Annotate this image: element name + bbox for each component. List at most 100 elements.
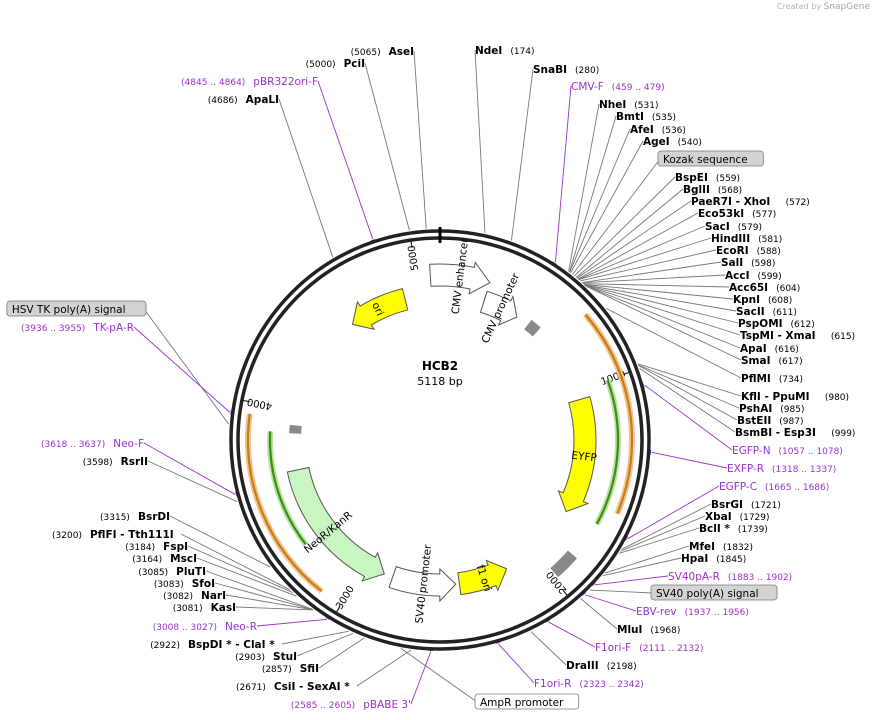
leader-bglii <box>575 188 684 278</box>
leader-neo-r <box>256 618 328 627</box>
label-name: PluTI <box>176 566 206 578</box>
label-position: (3008 .. 3027) <box>153 623 217 633</box>
primer-arcs <box>245 312 635 594</box>
label-pshai: PshAI(985) <box>739 403 804 415</box>
tick-label-4000: 4000 <box>246 395 273 411</box>
label-tspmi-xmai: TspMI - XmaI(615) <box>740 330 855 342</box>
label-position: (2857) <box>262 665 292 675</box>
label-acc65i: Acc65I (604) <box>729 282 800 294</box>
label-hsv-tk-poly-a-signal: HSV TK poly(A) signal <box>6 300 147 317</box>
label-position: (611) <box>773 308 797 318</box>
label-position: (3184) <box>125 543 155 553</box>
leader-ndei <box>474 49 486 233</box>
label-position: (1883 .. 1902) <box>728 573 792 583</box>
label-name: pBR322ori-F <box>253 76 318 88</box>
cmv-enhancer-feature <box>429 261 491 295</box>
label-position: (1729) <box>740 513 770 523</box>
leader-rsrii <box>147 460 238 503</box>
label-name: BclI * <box>699 523 730 535</box>
label-sacii: SacII(611) <box>736 306 797 318</box>
label-apai: ApaI(616) <box>740 343 799 355</box>
sv40-poly-a-signal-feature <box>550 550 577 578</box>
label-position: (612) <box>791 320 815 330</box>
label-position: (1832) <box>723 543 753 553</box>
label-name: BmtI <box>616 111 644 123</box>
label-name: pBABE 3' <box>363 699 411 711</box>
label-name: F1ori-F <box>595 642 631 654</box>
label-name: Acc65I <box>729 282 768 294</box>
label-kfli-ppumi: KflI - PpuMI(980) <box>741 391 849 403</box>
label-cmv-f: CMV-F(459 .. 479) <box>571 81 665 93</box>
leader-exfp-r <box>651 451 728 469</box>
label-ebv-rev: EBV-rev(1937 .. 1956) <box>636 606 749 618</box>
leader-egfp-c <box>627 485 720 540</box>
label-name: MscI <box>170 553 197 565</box>
label-name: SfoI <box>192 578 215 590</box>
label-exfp-r: EXFP-R(1318 .. 1337) <box>727 463 836 475</box>
label-position: (608) <box>768 296 792 306</box>
leader-apai <box>585 285 741 349</box>
label-neo-r: Neo-R(3008 .. 3027) <box>153 621 257 633</box>
label-sali: SalI(598) <box>721 257 775 269</box>
leader-neo-f <box>143 442 236 495</box>
leader-bspdi-clai <box>281 630 349 645</box>
plasmid-length: 5118 bp <box>417 375 462 388</box>
label-position: (540) <box>678 138 702 148</box>
leader-lines <box>133 49 742 705</box>
label-fspi: FspI(3184) <box>125 541 188 553</box>
label-name: BsmBI - Esp3I <box>735 427 816 439</box>
sv40-promoter-feature <box>388 566 457 603</box>
leader-csii-sexai <box>356 649 412 687</box>
label-pluti: PluTI(3085) <box>138 566 206 578</box>
label-name: CMV-F <box>571 81 604 93</box>
label-position: (3083) <box>154 580 184 590</box>
label-name: AfeI <box>630 124 654 136</box>
leader-kozak-sequence <box>572 158 661 275</box>
ori-feature <box>351 287 409 330</box>
label-asei: AseI(5065) <box>351 46 414 58</box>
label-hindiii: HindIII(581) <box>711 233 782 245</box>
leader-egfp-n <box>644 384 733 451</box>
label-position: (1739) <box>738 525 768 535</box>
leader-ebv-rev <box>584 594 637 612</box>
leader-f1ori-r <box>497 643 535 684</box>
label-position: (1318 .. 1337) <box>772 465 836 475</box>
label-position: (3200) <box>52 531 82 541</box>
leader-mfei <box>604 545 690 574</box>
leader-acci <box>582 274 726 284</box>
leader-agei <box>570 140 644 274</box>
label-smai: SmaI(617) <box>741 355 803 367</box>
label-stui: StuI(2903) <box>235 651 297 663</box>
cmv-promoter-feature <box>479 290 518 327</box>
box-hsv-tk-poly-a-signal <box>6 300 147 317</box>
leader-acc65i <box>583 283 730 288</box>
label-nhei: NheI(531) <box>599 99 658 111</box>
label-position: (568) <box>718 186 742 196</box>
label-name: Neo-F <box>113 438 144 450</box>
label-bsrgi: BsrGI(1721) <box>711 499 781 511</box>
label-name: ApaI <box>740 343 767 355</box>
leader-kfli-ppumi <box>637 363 742 397</box>
label-name: NdeI <box>475 45 502 57</box>
label-position: (604) <box>776 284 800 294</box>
label-name: MfeI <box>689 541 715 553</box>
label-position: (531) <box>634 101 658 111</box>
label-sfoi: SfoI (3083) <box>154 578 215 590</box>
leader-sv40-poly-a-signal <box>589 589 654 594</box>
label-name: StuI <box>273 651 297 663</box>
f1-ori-feature <box>457 559 508 596</box>
label-sv40pa-r: SV40pA-R(1883 .. 1902) <box>668 571 792 583</box>
label-name: AmpR promoter <box>480 697 564 709</box>
label-csii-sexai: CsiI - SexAI *(2671) <box>236 681 350 693</box>
label-bspei: BspEI(559) <box>675 172 740 184</box>
label-name: NarI <box>201 590 226 602</box>
label-position: (3618 .. 3637) <box>41 440 105 450</box>
label-ecori: EcoRI(588) <box>716 245 781 257</box>
label-position: (4845 .. 4864) <box>181 78 245 88</box>
label-msci: MscI(3164) <box>132 553 197 565</box>
leader-bcli <box>619 527 700 554</box>
label-position: (5000) <box>306 60 336 70</box>
label-pcii: PciI(5000) <box>306 58 365 70</box>
label-position: (599) <box>757 272 781 282</box>
label-name: SmaI <box>741 355 771 367</box>
